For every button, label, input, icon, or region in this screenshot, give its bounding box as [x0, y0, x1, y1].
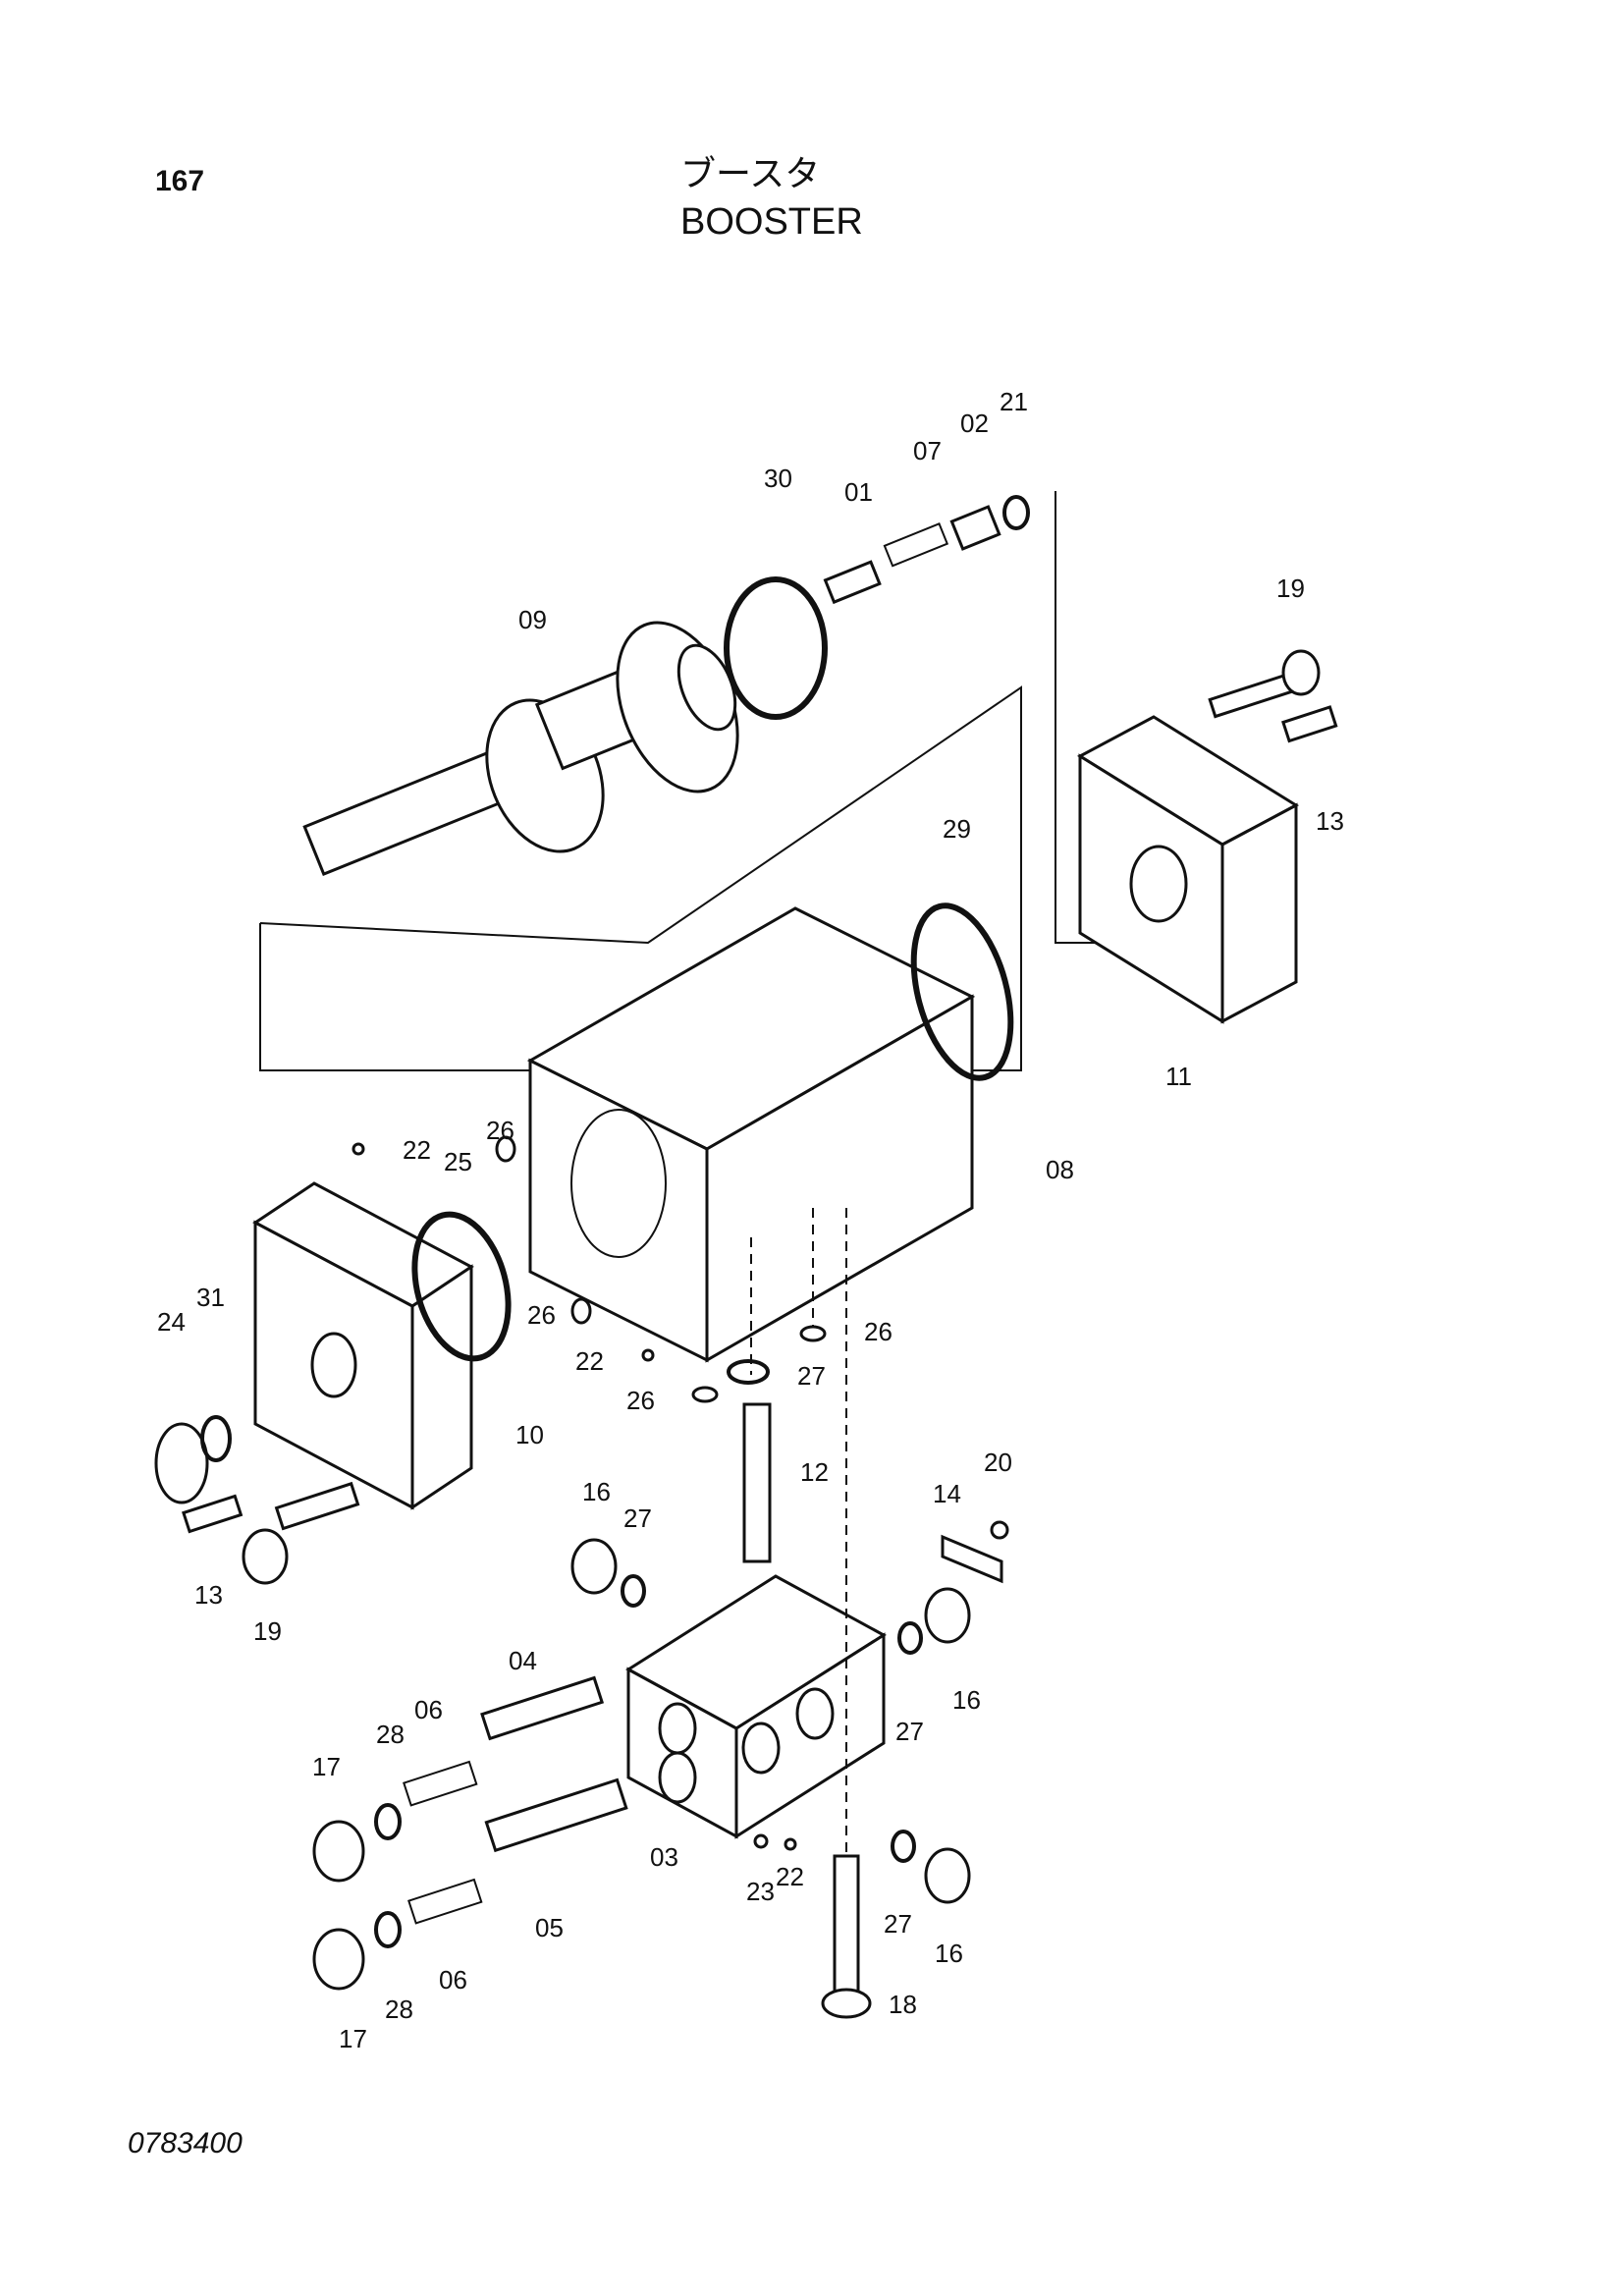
part-14-plate [941, 1534, 1003, 1584]
callout-27-c: 27 [895, 1717, 924, 1746]
part-13-plug-lower [182, 1494, 243, 1534]
part-20-screw [990, 1520, 1009, 1540]
part-23-ball [753, 1833, 769, 1849]
part-16-plug-c [924, 1847, 971, 1904]
title-japanese: ブースタ [680, 153, 821, 193]
part-25-o-ring [411, 1211, 512, 1362]
callout-17-b: 17 [339, 2024, 367, 2053]
part-04-spool [480, 1675, 605, 1741]
part-28-o-ring-upper [374, 1803, 402, 1840]
part-27-o-ring-a [621, 1574, 646, 1608]
callout-11: 11 [1165, 1062, 1192, 1091]
part-24-plug [154, 1422, 209, 1504]
callout-03: 03 [650, 1842, 678, 1872]
callout-26-c: 26 [626, 1386, 655, 1415]
callout-13-lower: 13 [194, 1580, 223, 1610]
callout-26-b: 26 [527, 1300, 556, 1330]
callout-06-b: 06 [439, 1965, 467, 1995]
part-31-o-ring [200, 1415, 232, 1462]
part-29-o-ring [910, 902, 1014, 1081]
callout-21: 21 [1000, 387, 1028, 416]
callout-24: 24 [157, 1307, 186, 1337]
callout-13-top: 13 [1316, 806, 1344, 836]
callout-08: 08 [1046, 1155, 1074, 1184]
callout-14: 14 [933, 1479, 961, 1508]
callout-23: 23 [746, 1877, 775, 1906]
part-19-bolt-head-top [1281, 649, 1321, 696]
callout-01: 01 [844, 477, 873, 507]
part-11-flange [1076, 715, 1300, 1024]
callout-16-a: 16 [582, 1477, 611, 1506]
part-16-plug-b [924, 1587, 971, 1644]
callout-06-a: 06 [414, 1695, 443, 1724]
part-22-ball-b [641, 1348, 655, 1362]
callout-05: 05 [535, 1913, 564, 1942]
part-26-o-ring-a [495, 1135, 516, 1163]
part-16-plug-a [570, 1538, 618, 1595]
part-03-valve-block [625, 1574, 887, 1839]
callout-10: 10 [515, 1420, 544, 1449]
callout-27-b: 27 [623, 1503, 652, 1533]
callout-27-a: 27 [797, 1361, 826, 1391]
callout-04: 04 [509, 1646, 537, 1675]
part-10-cover [252, 1181, 474, 1510]
callout-16-b: 16 [952, 1685, 981, 1715]
drawing-code: 0783400 [128, 2127, 243, 2159]
callout-22-b: 22 [575, 1346, 604, 1376]
callout-07: 07 [913, 436, 942, 465]
callout-19-lower: 19 [253, 1616, 282, 1646]
callout-28-a: 28 [376, 1720, 405, 1749]
part-27-o-ring-b [897, 1621, 923, 1655]
part-19-bolt-lower [274, 1481, 360, 1531]
callout-19-top: 19 [1276, 574, 1305, 603]
part-01-poppet [823, 560, 882, 605]
callout-29: 29 [943, 814, 971, 844]
callout-25: 25 [444, 1147, 472, 1176]
callout-26-a: 26 [486, 1116, 514, 1145]
part-22-ball-c [784, 1837, 797, 1851]
part-18-bolt-head [821, 1988, 872, 2019]
part-13-plug-top [1281, 705, 1338, 743]
callout-27-d: 27 [884, 1909, 912, 1939]
part-27-o-ring-c [891, 1830, 916, 1863]
callout-22-c: 22 [776, 1862, 804, 1891]
part-18-bolt [833, 1854, 860, 1995]
callout-22-a: 22 [403, 1135, 431, 1165]
part-17-plug-lower [312, 1928, 365, 1991]
part-12-pin [742, 1402, 772, 1563]
part-21-backup-ring [1002, 495, 1030, 530]
part-26-o-ring-b [570, 1297, 592, 1325]
part-05-spool [484, 1777, 628, 1853]
part-07-spring [883, 522, 949, 568]
part-09-piston-shaft [302, 621, 739, 877]
callout-28-b: 28 [385, 1995, 413, 2024]
callout-16-c: 16 [935, 1939, 963, 1968]
part-02-seat [949, 505, 1001, 551]
callout-20: 20 [984, 1448, 1012, 1477]
page-number: 167 [155, 165, 205, 197]
callout-18: 18 [889, 1990, 917, 2019]
callout-30: 30 [764, 464, 792, 493]
callout-17-a: 17 [312, 1752, 341, 1781]
part-27-o-ring-d [727, 1359, 770, 1385]
callout-12: 12 [800, 1457, 829, 1487]
callout-09: 09 [518, 605, 547, 634]
part-06-spring-upper [403, 1760, 478, 1807]
callout-02: 02 [960, 409, 989, 438]
part-19-bolt-head-lower [242, 1528, 289, 1585]
part-22-ball-a [352, 1142, 365, 1156]
part-17-plug-upper [312, 1820, 365, 1883]
part-30-o-ring [724, 576, 828, 720]
callout-31: 31 [196, 1283, 225, 1312]
title-english: BOOSTER [680, 201, 863, 243]
part-26-o-ring-c [691, 1386, 719, 1403]
part-06-spring-lower [407, 1878, 483, 1925]
part-08-booster-body [526, 906, 976, 1363]
part-28-o-ring-lower [374, 1911, 402, 1948]
part-26-o-ring-d [799, 1325, 827, 1342]
callout-26-d: 26 [864, 1317, 893, 1346]
